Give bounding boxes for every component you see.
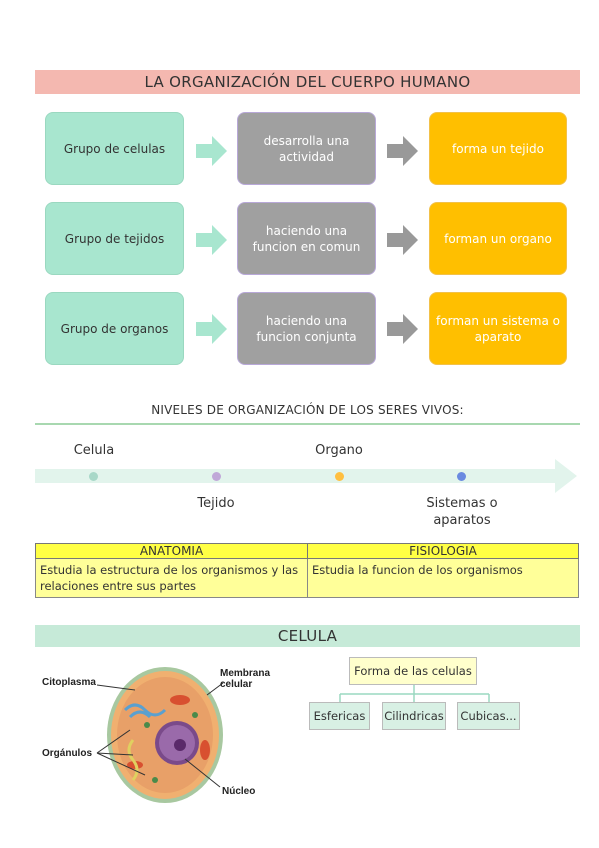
level-label: Sistemas o aparatos <box>426 496 498 528</box>
flow-right-box: forma un tejido <box>429 112 567 185</box>
timeline-dot <box>335 472 344 481</box>
flow-middle-box: haciendo una funcion en comun <box>237 202 376 275</box>
level-label: Organo <box>315 443 363 458</box>
level-label: Tejido <box>197 496 235 511</box>
timeline-arrow-icon <box>35 459 577 493</box>
timeline-dot <box>89 472 98 481</box>
level-label: Celula <box>73 443 115 458</box>
cell-label-membrana: Membrana celular <box>220 668 271 690</box>
timeline-dot <box>212 472 221 481</box>
tree-connector <box>339 685 490 702</box>
page-title: LA ORGANIZACIÓN DEL CUERPO HUMANO <box>35 70 580 94</box>
flow-left-box: Grupo de tejidos <box>45 202 184 275</box>
gray-arrow-icon <box>387 136 418 166</box>
flow-right-box: forman un organo <box>429 202 567 275</box>
levels-heading: NIVELES DE ORGANIZACIÓN DE LOS SERES VIV… <box>151 403 464 417</box>
forma-type-box: Esfericas <box>309 702 370 730</box>
forma-type-box: Cubicas... <box>457 702 520 730</box>
cell-label-organulos: Orgánulos <box>42 748 93 759</box>
flow-middle-box: haciendo una funcion conjunta <box>237 292 376 365</box>
flow-left-box: Grupo de celulas <box>45 112 184 185</box>
celula-heading: CELULA <box>35 625 580 647</box>
cell-diagram-icon <box>96 667 224 803</box>
gray-arrow-icon <box>387 225 418 255</box>
table-header: ANATOMIA <box>35 543 308 559</box>
green-arrow-icon <box>196 314 227 344</box>
timeline-dot <box>457 472 466 481</box>
gray-arrow-icon <box>387 314 418 344</box>
flow-right-box: forman un sistema o aparato <box>429 292 567 365</box>
forma-type-box: Cilindricas <box>382 702 446 730</box>
table-header: FISIOLOGIA <box>307 543 579 559</box>
green-arrow-icon <box>196 136 227 166</box>
anatomia-fisiologia-table: ANATOMIA FISIOLOGIA Estudia la estructur… <box>35 543 579 598</box>
cell-label-citoplasma: Citoplasma <box>42 677 96 688</box>
flow-middle-box: desarrolla una actividad <box>237 112 376 185</box>
divider <box>35 423 580 425</box>
flow-left-box: Grupo de organos <box>45 292 184 365</box>
cell-label-nucleo: Núcleo <box>222 786 256 797</box>
forma-celulas-box: Forma de las celulas <box>349 657 477 685</box>
green-arrow-icon <box>196 225 227 255</box>
table-cell: Estudia la estructura de los organismos … <box>35 558 308 598</box>
table-cell: Estudia la funcion de los organismos <box>307 558 579 598</box>
